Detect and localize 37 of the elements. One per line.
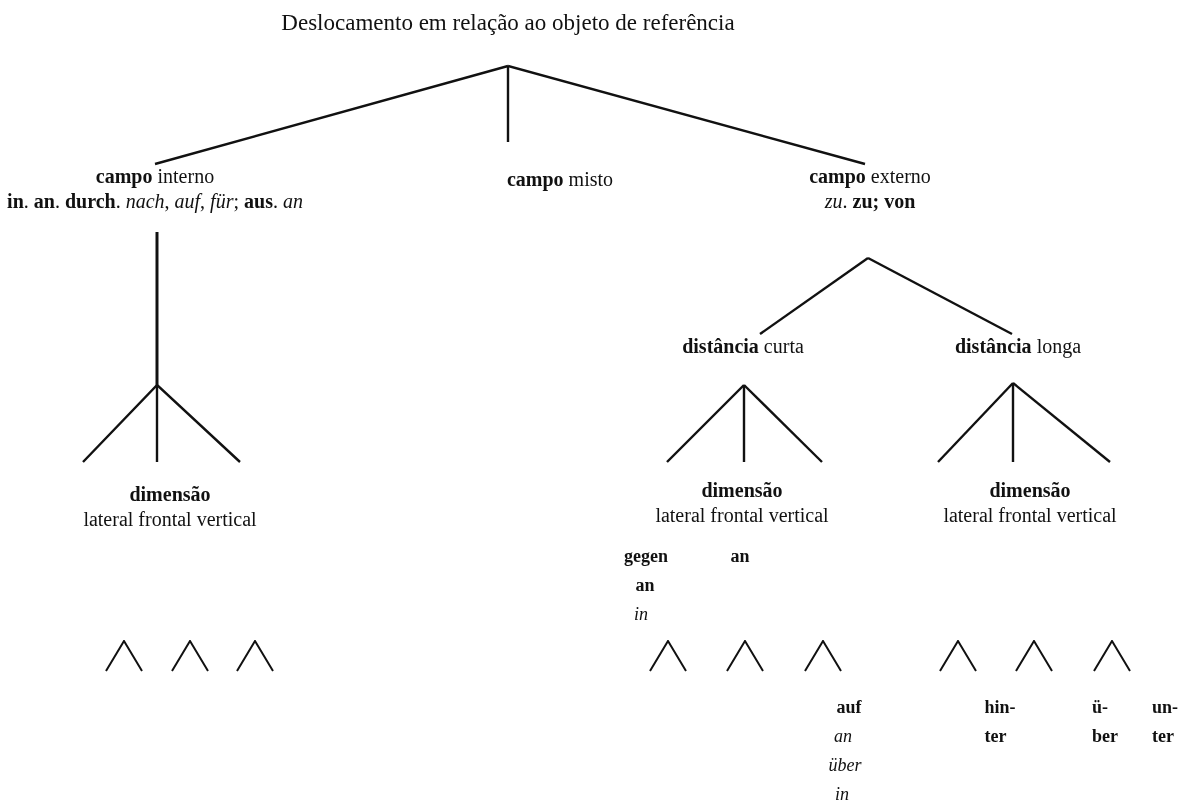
tree-branch-line xyxy=(743,384,823,463)
node-text: lateral frontal vertical xyxy=(655,503,829,528)
word-label: ü- ber xyxy=(1092,696,1118,748)
node-heading: dimensão xyxy=(989,478,1071,503)
tree-branch-line xyxy=(155,232,241,463)
tree-branch-line xyxy=(154,64,509,166)
word-label: auf xyxy=(836,696,862,719)
word-label: gegen xyxy=(624,545,668,568)
word-label: an xyxy=(730,545,750,568)
tree-branch-line xyxy=(937,382,1014,463)
node-heading: campo externo xyxy=(809,164,931,189)
tree-branch-line xyxy=(506,66,510,142)
tree-branch-line xyxy=(507,64,866,166)
node-heading: Deslocamento em relação ao objeto de referência xyxy=(281,10,735,35)
tree-branch-line xyxy=(742,385,746,462)
tree-branch-line xyxy=(759,257,869,335)
word-label: an xyxy=(834,725,852,748)
word-label: un- ter xyxy=(1152,696,1178,748)
tree-branch-line xyxy=(1012,382,1111,463)
node-heading: dimensão xyxy=(701,478,783,503)
word-label: über xyxy=(828,754,862,777)
node-heading: campo interno xyxy=(95,164,215,189)
word-label: hin- ter xyxy=(984,696,1016,748)
node-text: lateral frontal vertical xyxy=(943,503,1117,528)
word-label: an xyxy=(635,574,655,597)
tree-branch-line xyxy=(867,256,1013,336)
node-text: in. an. durch. nach, auf, für; aus. an xyxy=(7,189,303,214)
node-heading: dimensão xyxy=(129,482,211,507)
node-heading: campo misto xyxy=(506,167,614,192)
tree-branch-line xyxy=(666,384,745,463)
node-heading: distância curta xyxy=(682,334,804,359)
node-heading: distância longa xyxy=(954,334,1082,359)
word-label: in xyxy=(835,783,849,806)
word-label: in xyxy=(634,603,648,626)
node-text: zu. zu; von xyxy=(824,189,916,214)
tree-branch-line xyxy=(1011,383,1015,462)
node-text: lateral frontal vertical xyxy=(83,507,257,532)
